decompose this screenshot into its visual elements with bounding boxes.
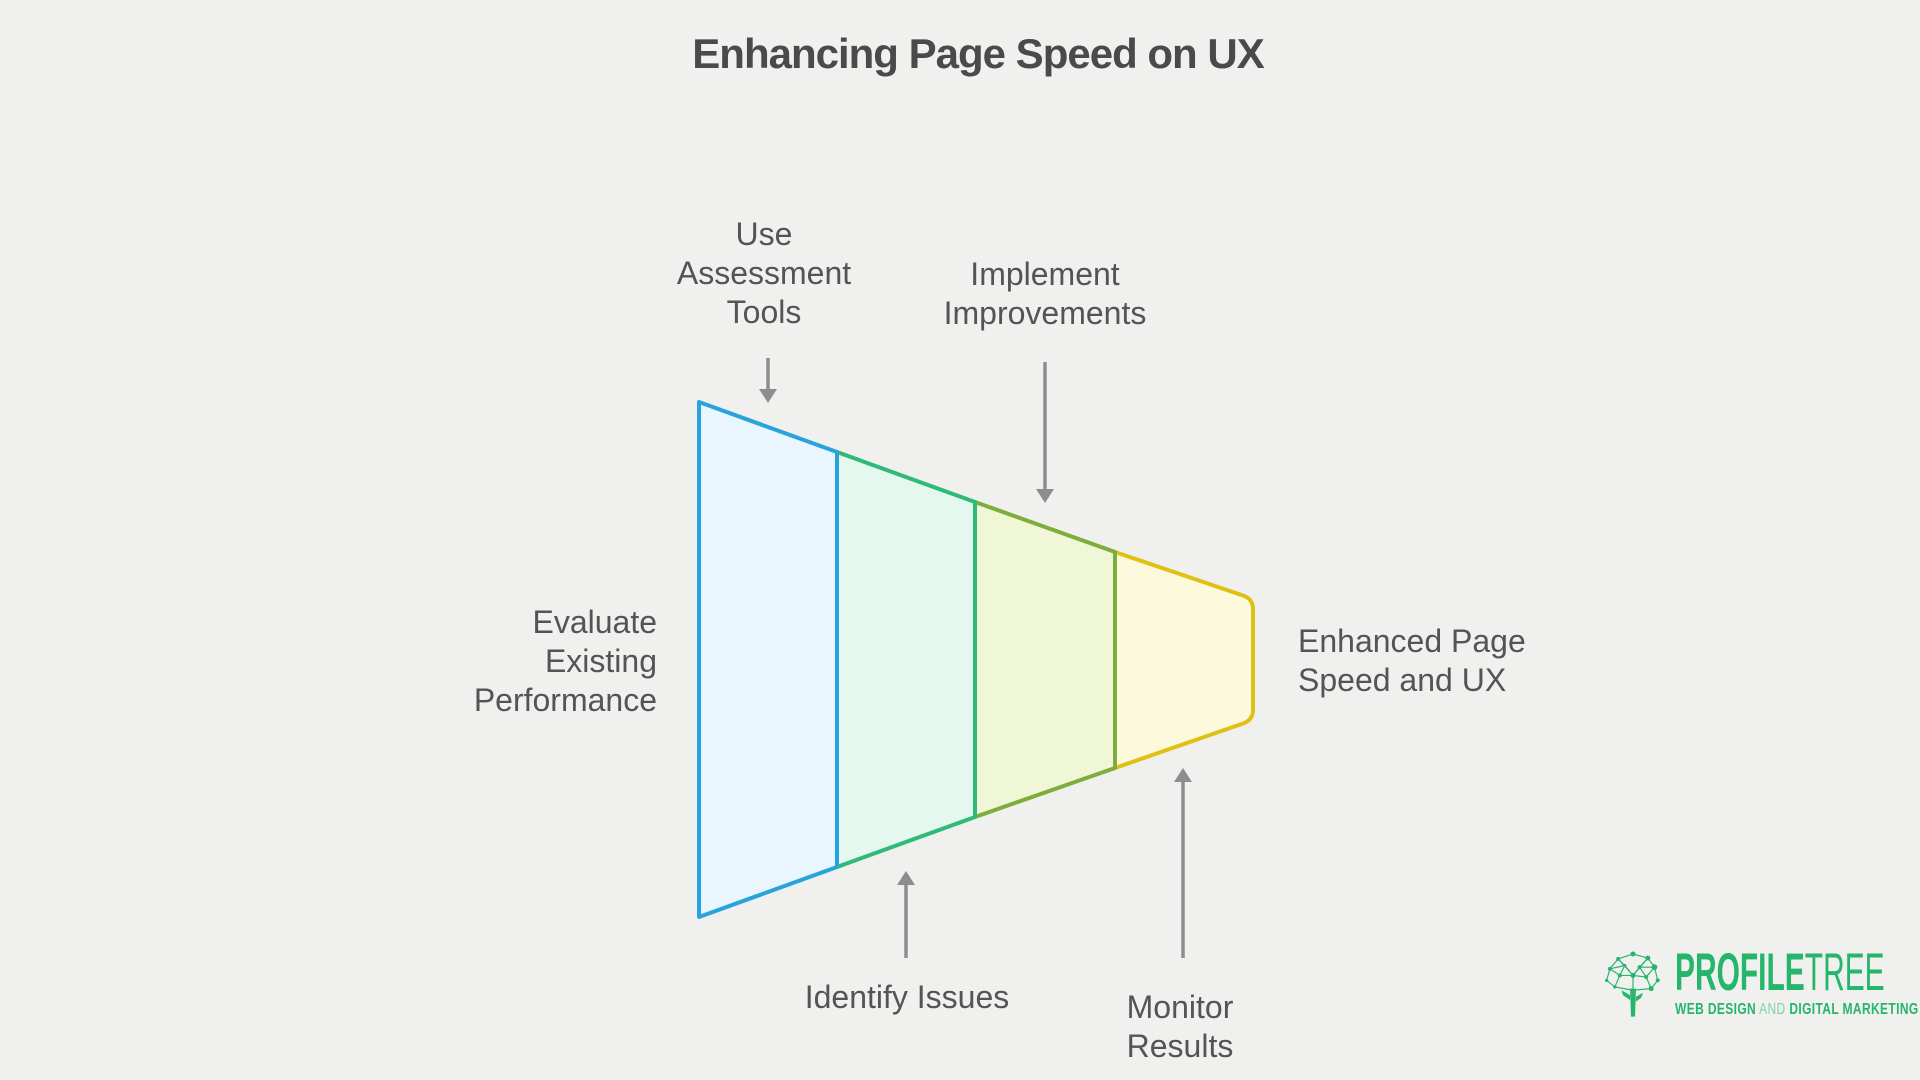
label-identify-issues: Identify Issues — [804, 979, 1010, 1015]
wordmark-tree: TREE — [1804, 943, 1885, 1002]
arrow-monitor-results — [1174, 768, 1192, 958]
tagline-and: AND — [1759, 1001, 1786, 1018]
label-use-assessment-tools: Use Assessment Tools — [676, 216, 852, 330]
arrow-implement-improvements — [1036, 362, 1054, 503]
label-monitor-results: Monitor Results — [1126, 989, 1234, 1064]
funnel-stage-1-evaluate — [697, 400, 839, 919]
funnel-stage-3-implement — [973, 500, 1117, 819]
funnel-stage-2-identify — [835, 450, 977, 869]
funnel-stage-4-monitor — [1113, 550, 1255, 770]
tagline-web-design: WEB DESIGN — [1675, 1001, 1757, 1018]
label-implement-improvements: Implement Improvements — [943, 256, 1147, 331]
profiletree-tagline: WEB DESIGN AND DIGITAL MARKETING — [1675, 1002, 1920, 1018]
page-title: Enhancing Page Speed on UX — [692, 30, 1264, 77]
wordmark-profile: PROFILE — [1675, 943, 1805, 1002]
arrow-identify-issues — [897, 871, 915, 958]
tagline-digital-marketing: DIGITAL MARKETING — [1789, 1001, 1919, 1018]
label-enhanced-page-speed-ux: Enhanced Page Speed and UX — [1298, 623, 1526, 698]
label-evaluate-existing-performance: Evaluate Existing Performance — [473, 604, 657, 718]
arrow-use-assessment-tools — [759, 358, 777, 403]
profiletree-tree-icon — [1604, 951, 1660, 1017]
